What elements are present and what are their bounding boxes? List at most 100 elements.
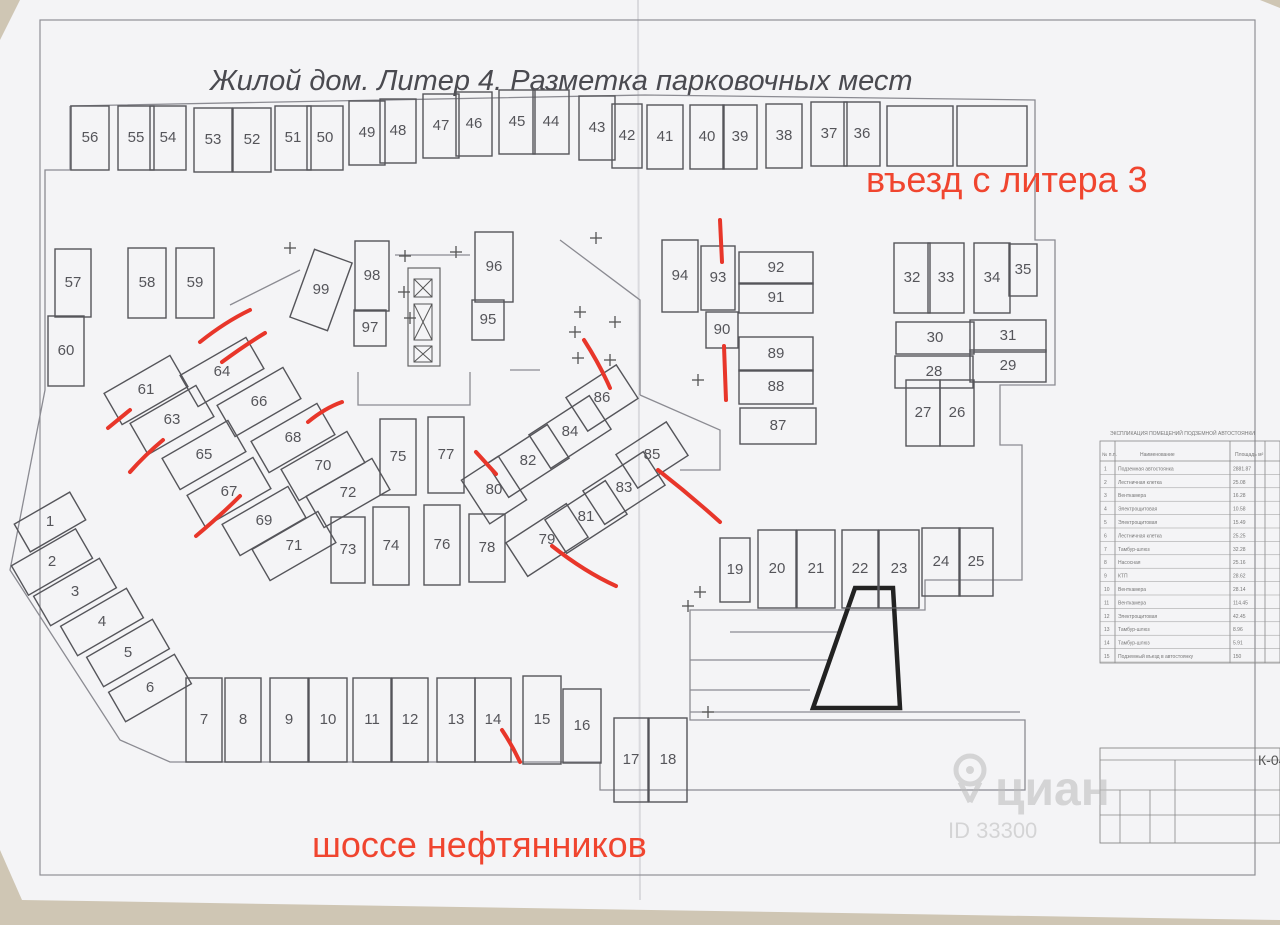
parking-spot-1[interactable]: 1 — [13, 491, 87, 553]
parking-spot-86[interactable]: 86 — [564, 363, 640, 433]
parking-spot-83[interactable]: 83 — [581, 450, 667, 526]
parking-spot-5[interactable]: 5 — [85, 618, 171, 688]
parking-spot-12[interactable]: 12 — [391, 677, 429, 763]
parking-spot-55[interactable]: 55 — [117, 105, 155, 171]
parking-spot-61[interactable]: 61 — [103, 354, 189, 426]
parking-spot-84[interactable]: 84 — [527, 394, 613, 470]
parking-spot-14[interactable]: 14 — [474, 677, 512, 763]
parking-spot-60[interactable]: 60 — [47, 315, 85, 387]
parking-spot-88[interactable]: 88 — [738, 369, 814, 405]
parking-spot-27[interactable]: 27 — [905, 379, 941, 447]
parking-spot-45[interactable]: 45 — [498, 89, 536, 155]
parking-spot-2[interactable]: 2 — [10, 527, 94, 597]
parking-spot-6[interactable]: 6 — [107, 653, 193, 723]
parking-spot-63[interactable]: 63 — [129, 384, 215, 456]
parking-spot-24[interactable]: 24 — [921, 527, 961, 597]
parking-spot-58[interactable]: 58 — [127, 247, 167, 319]
parking-spot-92[interactable]: 92 — [738, 251, 814, 285]
parking-spot-38[interactable]: 38 — [765, 103, 803, 169]
parking-spot-74[interactable]: 74 — [372, 506, 410, 586]
table-cell: Подземный въезд в автостоянку — [1118, 653, 1194, 660]
parking-spot-96[interactable]: 96 — [474, 231, 514, 303]
parking-spot-number: 30 — [927, 329, 944, 346]
parking-spot-22[interactable]: 22 — [841, 529, 879, 609]
parking-spot-43[interactable]: 43 — [578, 95, 616, 161]
parking-spot-53[interactable]: 53 — [193, 107, 233, 173]
parking-spot-90[interactable]: 90 — [705, 311, 739, 349]
parking-spot-89[interactable]: 89 — [738, 336, 814, 372]
parking-spot-54[interactable]: 54 — [149, 105, 187, 171]
parking-spot-31[interactable]: 31 — [969, 319, 1047, 353]
parking-spot-17[interactable]: 17 — [613, 717, 649, 803]
parking-spot-91[interactable]: 91 — [738, 282, 814, 314]
parking-spot-39[interactable]: 39 — [722, 104, 758, 170]
parking-spot-98[interactable]: 98 — [354, 240, 390, 312]
parking-spot-44[interactable]: 44 — [532, 89, 570, 155]
parking-spot-81[interactable]: 81 — [543, 479, 629, 555]
parking-spot-52[interactable]: 52 — [232, 107, 272, 173]
parking-spot-16[interactable]: 16 — [562, 688, 602, 764]
parking-spot-95[interactable]: 95 — [471, 299, 505, 341]
parking-spot-37[interactable]: 37 — [810, 101, 848, 167]
parking-spot-34[interactable]: 34 — [973, 242, 1011, 314]
parking-spot-78[interactable]: 78 — [468, 513, 506, 583]
parking-spot-32[interactable]: 32 — [893, 242, 931, 314]
parking-spot-36[interactable]: 36 — [843, 101, 881, 167]
parking-spot-46[interactable]: 46 — [455, 91, 493, 157]
parking-spot-11[interactable]: 11 — [352, 677, 392, 763]
parking-spot-40[interactable]: 40 — [689, 104, 725, 170]
parking-spot-57[interactable]: 57 — [54, 248, 92, 318]
parking-spot-9[interactable]: 9 — [269, 677, 309, 763]
parking-spot-51[interactable]: 51 — [274, 105, 312, 171]
parking-spot-outline — [562, 688, 602, 764]
parking-spot-number: 65 — [196, 446, 213, 463]
parking-spot-79[interactable]: 79 — [504, 502, 590, 578]
parking-spot-10[interactable]: 10 — [308, 677, 348, 763]
parking-spot-97[interactable]: 97 — [353, 309, 387, 347]
parking-spot-18[interactable]: 18 — [648, 717, 688, 803]
parking-spot-66[interactable]: 66 — [216, 366, 302, 438]
parking-spot-28[interactable]: 28 — [894, 355, 974, 389]
parking-spot-3[interactable]: 3 — [32, 557, 118, 627]
parking-spot-42[interactable]: 42 — [611, 103, 643, 169]
table-cell: 5.91 — [1233, 641, 1243, 647]
parking-spot-15[interactable]: 15 — [522, 675, 562, 765]
parking-spot-number: 89 — [768, 345, 785, 362]
parking-spot-35[interactable]: 35 — [1008, 243, 1038, 297]
parking-spot-80[interactable]: 80 — [460, 455, 528, 525]
parking-spot-68[interactable]: 68 — [250, 402, 336, 474]
parking-spot-7[interactable]: 7 — [185, 677, 223, 763]
parking-spot-23[interactable]: 23 — [878, 529, 920, 609]
parking-spot-25[interactable]: 25 — [958, 527, 994, 597]
parking-spot-77[interactable]: 77 — [427, 416, 465, 494]
parking-spot-82[interactable]: 82 — [485, 423, 571, 499]
parking-spot-67[interactable]: 67 — [186, 456, 272, 528]
parking-spot-47[interactable]: 47 — [422, 93, 460, 159]
parking-spot-72[interactable]: 72 — [305, 457, 391, 529]
parking-spot-29[interactable]: 29 — [969, 349, 1047, 383]
parking-spot-76[interactable]: 76 — [423, 504, 461, 586]
parking-spot-71[interactable]: 71 — [251, 510, 337, 582]
parking-spot-8[interactable]: 8 — [224, 677, 262, 763]
parking-spot-30[interactable]: 30 — [895, 321, 975, 355]
parking-spot-64[interactable]: 64 — [179, 336, 265, 408]
parking-spot-4[interactable]: 4 — [59, 587, 145, 657]
parking-spot-19[interactable]: 19 — [719, 537, 751, 603]
parking-spot-93[interactable]: 93 — [700, 245, 736, 311]
parking-spot-21[interactable]: 21 — [796, 529, 836, 609]
parking-spot-50[interactable]: 50 — [306, 105, 344, 171]
parking-spot-outline — [216, 366, 302, 438]
parking-spot-75[interactable]: 75 — [379, 418, 417, 496]
parking-spot-87[interactable]: 87 — [739, 407, 817, 445]
parking-spot-20[interactable]: 20 — [757, 529, 797, 609]
parking-spot-number: 10 — [320, 711, 337, 728]
parking-spot-56[interactable]: 56 — [70, 105, 110, 171]
parking-spot-49[interactable]: 49 — [348, 100, 386, 166]
parking-spot-59[interactable]: 59 — [175, 247, 215, 319]
parking-spot-33[interactable]: 33 — [927, 242, 965, 314]
parking-spot-94[interactable]: 94 — [661, 239, 699, 313]
parking-spot-41[interactable]: 41 — [646, 104, 684, 170]
parking-spot-48[interactable]: 48 — [379, 98, 417, 164]
parking-spot-99[interactable]: 99 — [288, 248, 354, 332]
parking-spot-73[interactable]: 73 — [330, 516, 366, 584]
